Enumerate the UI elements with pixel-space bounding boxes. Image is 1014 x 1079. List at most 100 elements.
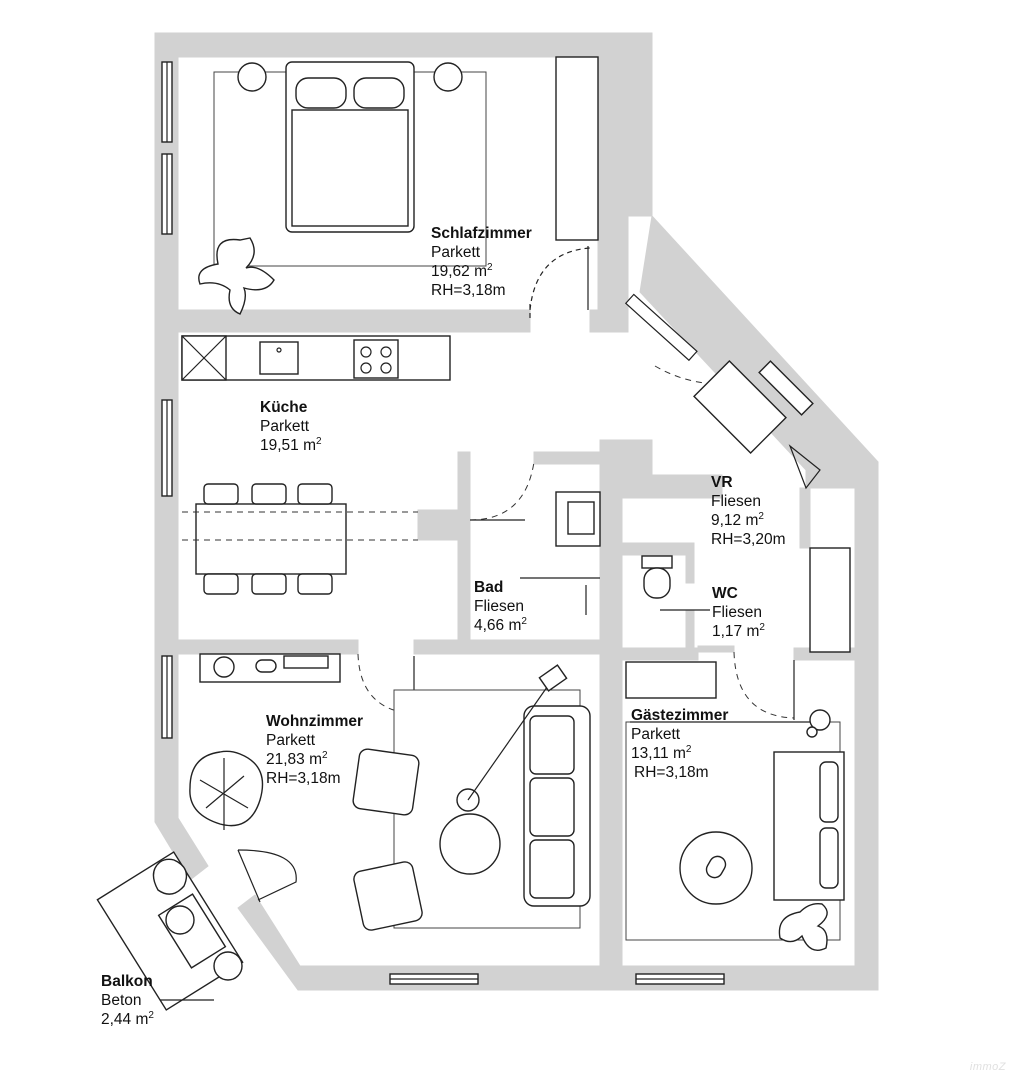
label-vr: VR Fliesen 9,12 m2 RH=3,20m bbox=[711, 473, 786, 549]
room-area: 21,83 m2 bbox=[266, 750, 328, 769]
room-area: 1,17 m2 bbox=[712, 622, 765, 641]
pillow-right bbox=[353, 77, 405, 109]
hall-shoe-rack bbox=[758, 360, 814, 416]
balcony-chair-1 bbox=[165, 905, 195, 935]
wall-bedroom-bottom-left bbox=[177, 309, 531, 333]
room-name: WC bbox=[712, 585, 738, 602]
hall-bench bbox=[693, 360, 787, 454]
wc-fixtures bbox=[641, 555, 710, 611]
wall-vr-right bbox=[799, 487, 811, 549]
room-floor: Fliesen bbox=[474, 598, 524, 615]
toilet-bowl bbox=[643, 567, 671, 599]
living-furniture bbox=[189, 653, 591, 931]
wall-wc-right-lower bbox=[685, 609, 695, 651]
wall-bottom bbox=[299, 965, 879, 991]
dining-table bbox=[195, 503, 347, 575]
watermark: immoZ bbox=[969, 1061, 1006, 1073]
toilet-tank bbox=[641, 555, 673, 569]
wall-bottom-diagonal bbox=[237, 894, 319, 991]
balcony-furniture bbox=[96, 851, 244, 1011]
room-name: Balkon bbox=[101, 973, 153, 990]
leader-lines bbox=[160, 721, 810, 1001]
room-area: 2,44 m2 bbox=[101, 1010, 154, 1029]
bath-fixtures bbox=[520, 491, 601, 615]
bedroom-furniture bbox=[198, 56, 599, 315]
pillow-left bbox=[295, 77, 347, 109]
room-area: 13,11 m2 bbox=[631, 744, 692, 763]
sink bbox=[259, 341, 299, 375]
room-area: 9,12 m2 bbox=[711, 511, 764, 530]
wall-bath-left-stub bbox=[417, 509, 459, 541]
wall-bath-top bbox=[533, 451, 605, 465]
floor-lamp-arm bbox=[467, 679, 553, 801]
lamp-right bbox=[433, 62, 463, 92]
wardrobe bbox=[555, 56, 599, 241]
wall-kitchen-bottom-right bbox=[413, 639, 601, 655]
armchair-1 bbox=[352, 748, 420, 816]
wall-wc-bottom bbox=[621, 647, 699, 661]
plant-living bbox=[189, 750, 264, 827]
door-bath bbox=[469, 461, 535, 521]
room-floor: Parkett bbox=[431, 244, 481, 261]
wall-right bbox=[854, 461, 879, 991]
wall-diagonal-right bbox=[639, 214, 879, 489]
door-guest bbox=[733, 651, 795, 719]
windows bbox=[161, 61, 851, 985]
wall-wc-top bbox=[621, 542, 687, 556]
label-wohnzimmer: Wohnzimmer Parkett 21,83 m2 RH=3,18m bbox=[266, 712, 363, 788]
label-kueche: Küche Parkett 19,51 m2 bbox=[260, 398, 322, 455]
label-wc: WC Fliesen 1,17 m2 bbox=[712, 584, 765, 641]
doors bbox=[237, 246, 795, 903]
door-balcony bbox=[237, 849, 297, 901]
room-name: Gästezimmer bbox=[631, 707, 729, 724]
dining-chairs bbox=[203, 483, 333, 595]
lamp-left bbox=[237, 62, 267, 92]
wall-bath-left bbox=[457, 451, 471, 641]
room-name: Küche bbox=[260, 399, 308, 416]
plant-guest bbox=[778, 902, 828, 951]
room-area: 4,66 m2 bbox=[474, 616, 527, 635]
coffee-table bbox=[439, 813, 501, 875]
room-floor: Fliesen bbox=[711, 493, 761, 510]
wall-vr-step bbox=[621, 474, 723, 499]
room-name: Bad bbox=[474, 579, 504, 596]
room-height: RH=3,18m bbox=[431, 282, 506, 299]
room-name: VR bbox=[711, 474, 733, 491]
room-area: 19,62 m2 bbox=[431, 262, 493, 281]
interior-walls bbox=[177, 215, 856, 967]
label-gaestezimmer: Gästezimmer Parkett 13,11 m2 RH=3,18m bbox=[631, 706, 728, 782]
room-floor: Parkett bbox=[631, 726, 681, 743]
room-area: 19,51 m2 bbox=[260, 436, 322, 455]
wall-guest-divider bbox=[607, 659, 623, 967]
room-name: Schlafzimmer bbox=[431, 225, 532, 242]
outer-walls bbox=[154, 32, 879, 991]
wall-wc-door-jamb bbox=[697, 645, 735, 653]
bed-mattress bbox=[291, 109, 409, 227]
plant-balcony bbox=[152, 858, 188, 895]
hall-coat-stand bbox=[788, 444, 821, 490]
room-name: Wohnzimmer bbox=[266, 713, 364, 730]
label-balkon: Balkon Beton 2,44 m2 bbox=[101, 972, 154, 1029]
room-floor: Parkett bbox=[260, 418, 310, 435]
wall-kitchen-bottom-left bbox=[177, 639, 359, 655]
wall-wc-right bbox=[685, 542, 695, 584]
plant-bedroom bbox=[198, 237, 275, 315]
guest-desk bbox=[625, 661, 717, 699]
window-guest-right bbox=[809, 547, 851, 653]
guest-furniture bbox=[625, 661, 845, 951]
door-entrance bbox=[654, 365, 751, 385]
label-bad: Bad Fliesen 4,66 m2 bbox=[474, 578, 527, 635]
label-schlafzimmer: Schlafzimmer Parkett 19,62 m2 RH=3,18m bbox=[431, 224, 532, 300]
wall-bedroom-right bbox=[597, 215, 629, 333]
stove bbox=[353, 339, 399, 379]
door-bedroom bbox=[529, 247, 591, 318]
balcony-chair-2 bbox=[213, 951, 243, 981]
kitchen-furniture bbox=[181, 335, 451, 595]
room-height: RH=3,18m bbox=[266, 770, 341, 787]
door-entrance-leaf bbox=[624, 293, 698, 362]
room-floor: Parkett bbox=[266, 732, 316, 749]
room-floor: Beton bbox=[101, 992, 142, 1009]
room-height: RH=3,18m bbox=[634, 764, 709, 781]
room-floor: Fliesen bbox=[712, 604, 762, 621]
